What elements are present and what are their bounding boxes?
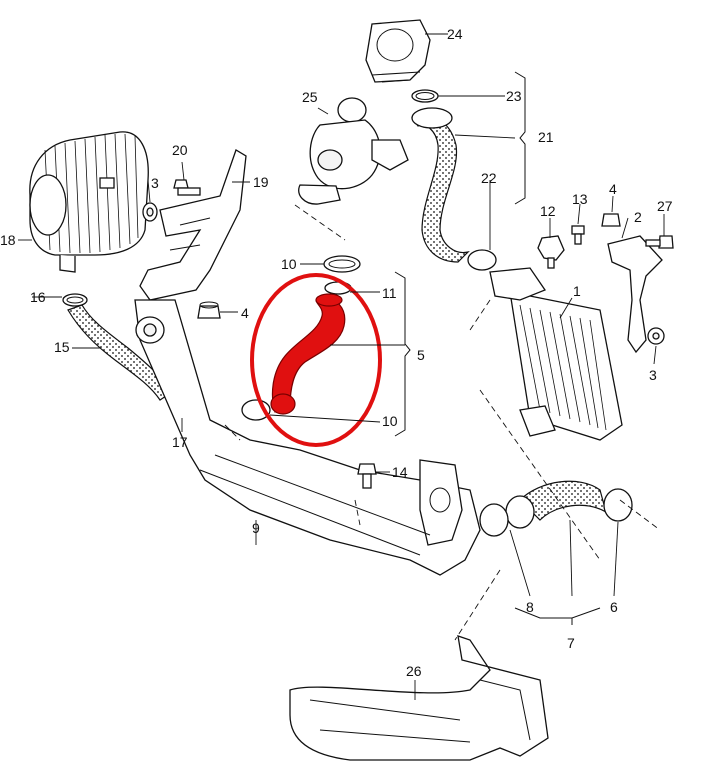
bolt-27 <box>645 235 674 249</box>
intercooler-1 <box>489 267 623 441</box>
clamp-22 <box>467 249 497 271</box>
air-guide-26 <box>289 635 549 761</box>
callout-11: 11 <box>382 285 397 301</box>
callout-21: 21 <box>538 129 554 145</box>
clamp-16 <box>62 293 88 307</box>
callout-23: 23 <box>506 88 522 104</box>
bracket-2 <box>607 235 663 354</box>
callout-22: 22 <box>481 170 497 186</box>
grommet-right <box>647 327 665 345</box>
bolt-14 <box>357 463 377 489</box>
carrier-9 <box>134 299 481 576</box>
callout-9: 9 <box>252 520 260 536</box>
callout-26: 26 <box>406 663 422 679</box>
callout-4b: 4 <box>609 181 617 197</box>
o-ring-23 <box>411 89 439 103</box>
callout-15: 15 <box>54 339 70 355</box>
callout-10a: 10 <box>281 256 297 272</box>
callout-5: 5 <box>417 347 425 363</box>
callout-25: 25 <box>302 89 318 105</box>
callout-16: 16 <box>30 289 46 305</box>
callout-3b: 3 <box>649 367 657 383</box>
leader-lines <box>18 33 665 700</box>
callout-14: 14 <box>392 464 408 480</box>
clamp-6 <box>603 488 633 522</box>
callout-8: 8 <box>526 599 534 615</box>
sensor-12 <box>537 235 565 269</box>
callout-1: 1 <box>573 283 581 299</box>
highlight-ellipse <box>250 273 382 447</box>
callouts: 1 2 3 3 4 4 5 6 7 8 9 10 10 11 12 13 14 … <box>0 26 673 679</box>
hose-7 <box>505 480 607 529</box>
callout-2: 2 <box>634 209 642 225</box>
callout-20: 20 <box>172 142 188 158</box>
callout-10b: 10 <box>382 413 398 429</box>
callout-19: 19 <box>253 174 269 190</box>
callout-13: 13 <box>572 191 588 207</box>
callout-12: 12 <box>540 203 556 219</box>
callout-6: 6 <box>610 599 618 615</box>
callout-7: 7 <box>567 635 575 651</box>
hose-5-highlighted <box>270 293 346 415</box>
nut-4-right <box>601 213 621 227</box>
callout-17: 17 <box>172 434 188 450</box>
callout-24: 24 <box>447 26 463 42</box>
nut-4-left <box>197 301 221 319</box>
hose-21 <box>411 107 470 263</box>
clamp-8 <box>479 503 509 537</box>
bracket-19 <box>139 149 247 301</box>
callout-3a: 3 <box>151 175 159 191</box>
guide-lines <box>224 204 661 641</box>
resonator-housing <box>29 131 149 273</box>
bolt-20 <box>173 179 201 196</box>
callout-18: 18 <box>0 232 16 248</box>
group-brackets <box>394 71 601 625</box>
callout-4a: 4 <box>241 305 249 321</box>
callout-27: 27 <box>657 198 673 214</box>
throttle-body-24 <box>365 19 431 83</box>
grommet-top-left <box>142 202 158 222</box>
turbocharger-25 <box>298 97 409 205</box>
clamp-10-upper <box>323 255 361 273</box>
screw-13 <box>571 225 585 245</box>
